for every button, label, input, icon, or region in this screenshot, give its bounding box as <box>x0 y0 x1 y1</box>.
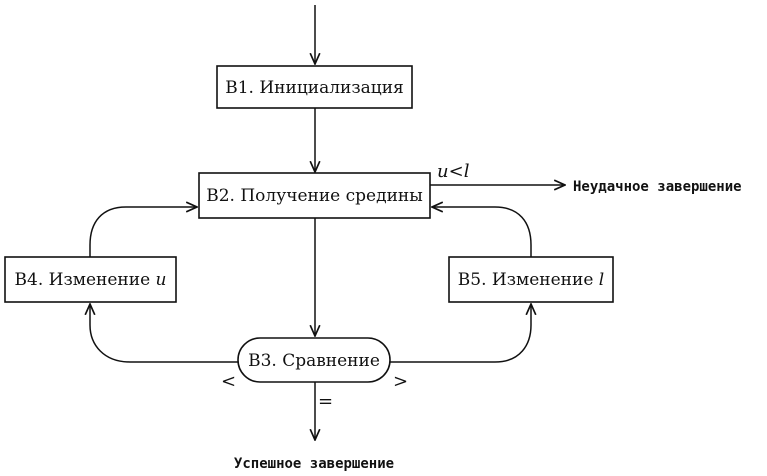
node-b4-label: B4. Изменение u <box>15 270 167 290</box>
node-b5: B5. Изменение l <box>448 256 614 303</box>
node-b1: B1. Инициализация <box>216 65 413 109</box>
node-b1-label: B1. Инициализация <box>225 78 404 98</box>
arrow-b5-b2 <box>432 207 532 257</box>
arrow-b4-b2 <box>89 207 197 257</box>
node-b2-label: B2. Получение средины <box>206 186 423 206</box>
equal-label: = <box>318 391 333 412</box>
node-b4: B4. Изменение u <box>4 256 177 303</box>
condition-label: u<l <box>437 161 470 182</box>
less-label: < <box>221 371 236 392</box>
node-b3-label: B3. Сравнение <box>248 351 380 371</box>
success-terminal-label: Успешное завершение <box>234 456 394 472</box>
failure-terminal-label: Неудачное завершение <box>573 179 742 195</box>
node-b3: B3. Сравнение <box>237 337 391 383</box>
arrow-b3-b5 <box>390 304 531 363</box>
arrow-b3-b4 <box>90 304 238 363</box>
node-b2: B2. Получение средины <box>198 172 431 219</box>
greater-label: > <box>393 371 408 392</box>
node-b5-label: B5. Изменение l <box>458 270 604 290</box>
